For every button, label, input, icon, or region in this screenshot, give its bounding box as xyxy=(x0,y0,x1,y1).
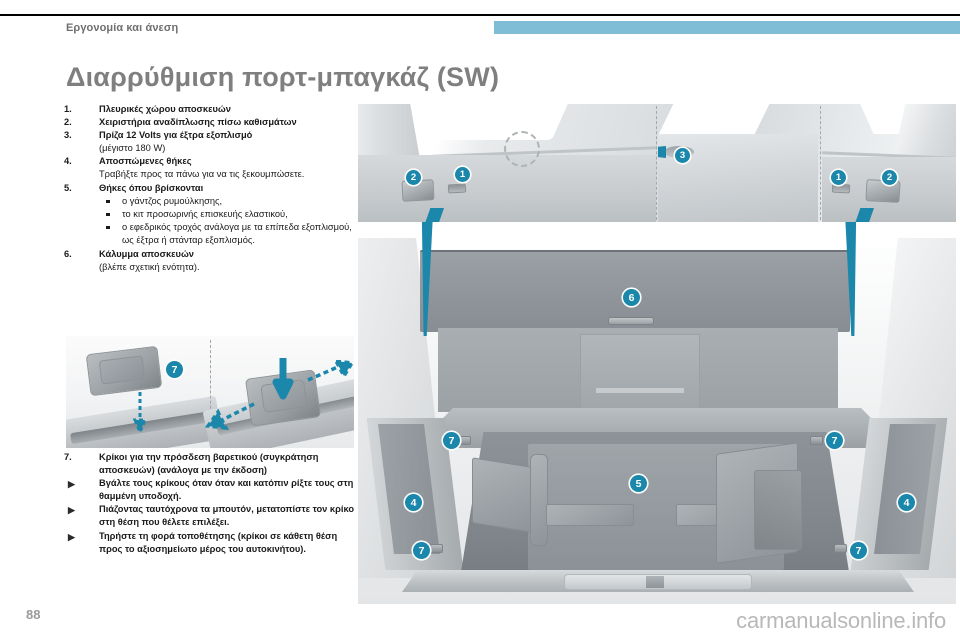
compressor-unit xyxy=(754,470,802,550)
latch-detached-view xyxy=(66,336,223,448)
list-item-number: 1. xyxy=(64,104,72,114)
socket-detail-scene xyxy=(658,104,818,222)
bullet-item: ο γάντζος ρυμούλκησης, xyxy=(64,195,354,208)
figure-divider xyxy=(820,106,821,220)
list-item: 2. Χειριστήρια αναδίπλωσης πίσω καθισμάτ… xyxy=(64,116,354,129)
lashing-hook xyxy=(430,544,443,553)
list-item-number: 2. xyxy=(64,117,72,128)
right-detail-scene xyxy=(822,104,956,222)
lashing-hook xyxy=(810,436,823,445)
numbered-list: 1. Πλευρικές χώρου αποσκευών 2. Χειριστή… xyxy=(64,103,354,274)
list-item-label: Χειριστήρια αναδίπλωσης πίσω καθισμάτων xyxy=(99,117,297,128)
list-item-number: 6. xyxy=(64,249,72,260)
callout-badge-7: 7 xyxy=(826,432,843,449)
list-item-subtext: (βλέπε σχετική ενότητα). xyxy=(99,262,200,273)
callout-badge-4-left: 4 xyxy=(405,494,422,511)
left-detail-scene: 2 1 xyxy=(358,104,656,222)
section-title: Εργονομία και άνεση xyxy=(66,22,179,34)
rear-window xyxy=(358,222,956,248)
figure-divider xyxy=(210,340,211,444)
watermark: carmanualsonline.info xyxy=(736,608,946,633)
page-number: 88 xyxy=(26,607,41,622)
tool-left-block xyxy=(472,457,532,533)
seat-fold-control xyxy=(865,179,901,203)
callout-badge-1: 1 xyxy=(455,167,470,182)
list-item-subtext: (μέγιστο 180 W) xyxy=(99,143,166,154)
side-storage-slot xyxy=(831,183,851,194)
list-item-label: Κάλυμμα αποσκευών xyxy=(99,249,194,260)
arrow-bullet-label: Πιάζοντας ταυτόχρονα τα μπουτόν, μετατοπ… xyxy=(99,504,355,528)
arrow-bullet-item: ▶ Βγάλτε τους κρίκους όταν όταν και κατό… xyxy=(64,477,356,503)
seat-trim-strip xyxy=(596,388,684,393)
insert-direction-arrow xyxy=(132,392,148,436)
figure-boot-overview: 6 5 4 4 7 7 7 7 xyxy=(358,222,956,604)
header-accent-bar xyxy=(494,21,960,34)
list-item-label: Κρίκοι για την πρόσδεση βαρετικού (συγκρ… xyxy=(99,452,319,476)
instruction-column: 1. Πλευρικές χώρου αποσκευών 2. Χειριστή… xyxy=(64,103,354,274)
list-item-number: 5. xyxy=(64,182,72,193)
arrow-bullet-icon: ▶ xyxy=(68,505,75,516)
list-item-number: 3. xyxy=(64,130,72,141)
arrow-bullet-icon: ▶ xyxy=(68,479,75,490)
list-item: 3. Πρίζα 12 Volts για έξτρα εξοπλισμό (μ… xyxy=(64,129,354,155)
bullet-item: ο εφεδρικός τροχός ανάλογα με τα επίπεδα… xyxy=(64,221,354,247)
list-item-label: Πλευρικές χώρου αποσκευών xyxy=(99,104,231,114)
list-item: 5. Θήκες όπου βρίσκονται xyxy=(64,182,354,195)
callout-badge-5: 5 xyxy=(630,475,647,492)
arrow-bullet-icon: ▶ xyxy=(68,531,75,542)
bullet-item: το κιτ προσωρινής επισκευής ελαστικού, xyxy=(64,208,354,221)
tow-hook-tool xyxy=(546,504,634,526)
list-item-label: Αποσπώμενες θήκες xyxy=(99,156,192,167)
arrow-bullet-item: ▶ Τηρήστε τη φορά τοποθέτησης (κρίκοι σε… xyxy=(64,530,356,556)
list-item-label: Θήκες όπου βρίσκονται xyxy=(99,182,204,193)
header-rule xyxy=(0,14,960,16)
list-item-number: 4. xyxy=(64,156,72,167)
figure-side-trim-controls: 2 1 3 1 2 xyxy=(358,104,956,222)
seat-center-section xyxy=(580,334,700,410)
slide-direction-arrow-right xyxy=(307,360,354,382)
lashing-hook xyxy=(834,544,847,553)
callout-badge-3: 3 xyxy=(675,148,690,163)
callout-badge-1: 1 xyxy=(831,170,846,185)
list-item: 1. Πλευρικές χώρου αποσκευών xyxy=(64,103,354,116)
instruction-column-lower: 7. Κρίκοι για την πρόσδεση βαρετικού (συ… xyxy=(64,451,356,556)
arrow-bullet-list: ▶ Βγάλτε τους κρίκους όταν όταν και κατό… xyxy=(64,477,356,556)
list-item: 4. Αποσπώμενες θήκες Τραβήξτε προς τα πά… xyxy=(64,155,354,181)
callout-badge-4-right: 4 xyxy=(898,494,915,511)
callout-badge-7: 7 xyxy=(850,542,867,559)
list-item-subtext: Τραβήξτε προς τα πάνω για να τις ξεκουμπ… xyxy=(99,169,305,180)
latch-striker xyxy=(646,576,664,588)
arrow-bullet-label: Τηρήστε τη φορά τοποθέτησης (κρίκοι σε κ… xyxy=(99,530,338,554)
luggage-cover-handle xyxy=(608,317,654,325)
bullet-list: ο γάντζος ρυμούλκησης, το κιτ προσωρινής… xyxy=(64,195,354,247)
window-glass xyxy=(401,104,573,140)
slide-direction-arrow-left xyxy=(204,402,255,431)
list-item: 7. Κρίκοι για την πρόσδεση βαρετικού (συ… xyxy=(64,451,356,477)
callout-badge-2: 2 xyxy=(882,170,897,185)
callout-badge-7: 7 xyxy=(413,542,430,559)
list-item-label: Πρίζα 12 Volts για έξτρα εξοπλισμό xyxy=(99,130,253,141)
figure-hook-latch: 7 xyxy=(66,336,354,448)
arrow-bullet-item: ▶ Πιάζοντας ταυτόχρονα τα μπουτόν, μετατ… xyxy=(64,503,356,529)
figure-divider xyxy=(656,106,657,220)
callout-badge-7: 7 xyxy=(166,361,183,378)
press-direction-arrow xyxy=(272,358,294,400)
callout-badge-7: 7 xyxy=(443,432,460,449)
list-item: 6. Κάλυμμα αποσκευών (βλέπε σχετική ενότ… xyxy=(64,248,354,274)
detail-zoom-circle xyxy=(504,131,540,167)
jack-handle xyxy=(530,454,548,546)
leader-wedge xyxy=(658,146,666,158)
side-storage-slot xyxy=(447,183,467,194)
list-item-number: 7. xyxy=(64,452,72,462)
callout-badge-6: 6 xyxy=(623,289,640,306)
page-title: Διαρρύθμιση πορτ-μπαγκάζ (SW) xyxy=(66,62,500,92)
arrow-bullet-label: Βγάλτε τους κρίκους όταν όταν και κατόπι… xyxy=(99,478,354,502)
callout-badge-2: 2 xyxy=(406,170,421,185)
latch-attached-view xyxy=(202,336,354,448)
